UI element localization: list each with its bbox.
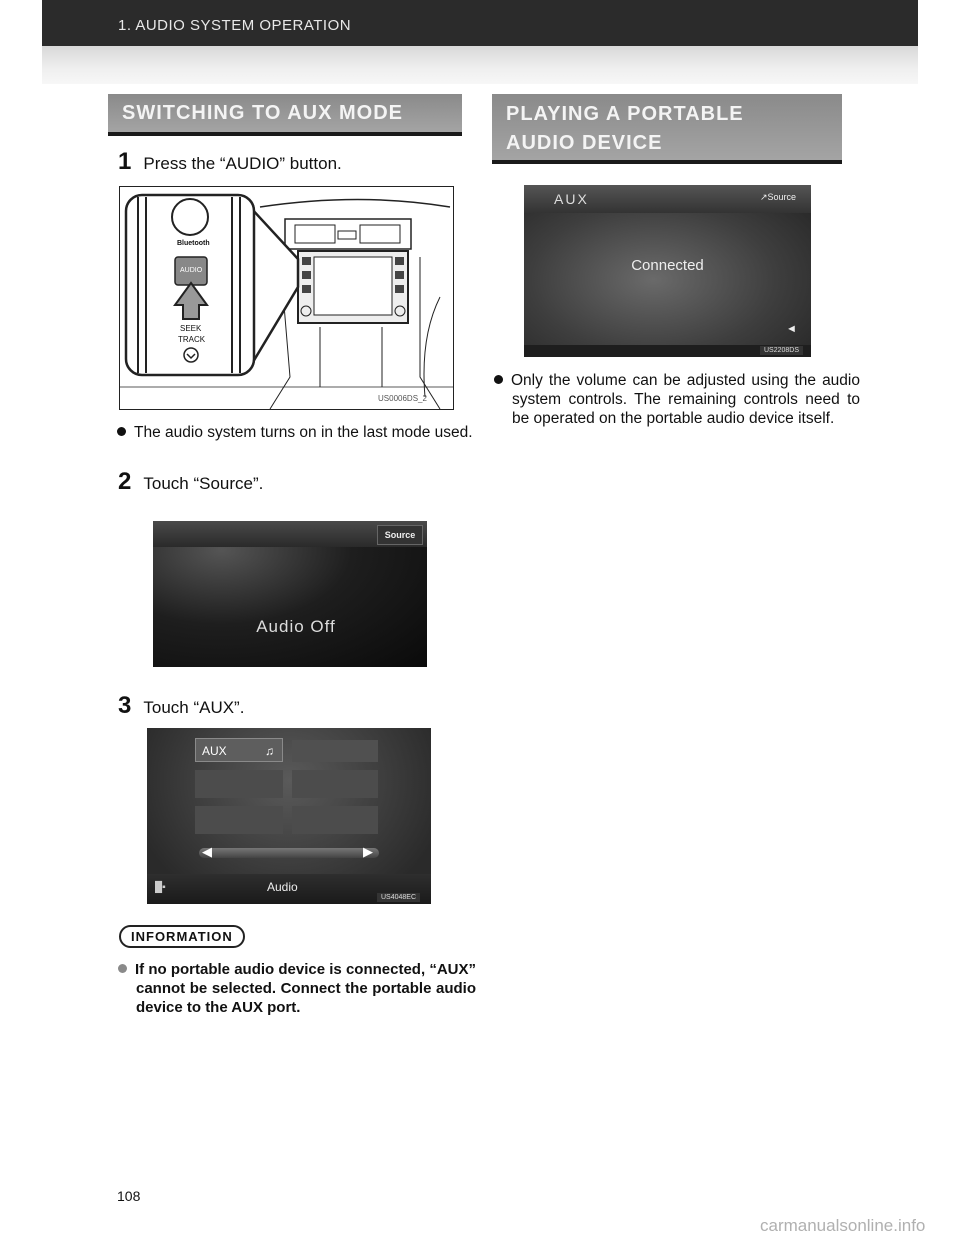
section-title-line-1: PLAYING A PORTABLE <box>506 103 744 125</box>
step-number: 2 <box>118 468 132 495</box>
aux-tab-label: AUX <box>202 744 227 758</box>
header-bar <box>42 0 918 46</box>
arrow-icon: ↗ <box>760 192 768 202</box>
menu-tile[interactable] <box>292 740 378 762</box>
figure-code: US0006DS_2 <box>378 394 427 403</box>
source-label: Source <box>767 192 797 202</box>
bluetooth-label: Bluetooth <box>177 240 210 247</box>
step-text: Touch “Source”. <box>143 474 264 493</box>
source-button[interactable]: Source <box>377 525 423 545</box>
section-title-switching: SWITCHING TO AUX MODE <box>108 94 462 136</box>
music-note-icon: ♫ <box>265 744 274 758</box>
screen-top-bar <box>524 185 811 213</box>
aux-title: AUX <box>554 191 589 207</box>
dashboard-illustration <box>120 193 453 410</box>
step-number: 1 <box>118 148 132 175</box>
figure-aux-connected: AUX ↗Source Connected ◄ US2208DS <box>524 185 811 357</box>
figure-audio-off-screen: Source Audio Off <box>153 521 427 667</box>
step-1: 1 Press the “AUDIO” button. <box>118 148 342 176</box>
bullet-note-1: The audio system turns on in the last mo… <box>117 423 479 442</box>
figure-audio-button: Bluetooth AUDIO SEEK TRACK US0006DS_2 <box>119 186 454 410</box>
header-shade <box>42 46 918 84</box>
menu-tile[interactable] <box>292 806 378 834</box>
speaker-icon[interactable]: ◄ <box>786 323 797 335</box>
menu-tile[interactable] <box>195 770 283 798</box>
section-title-line-2: AUDIO DEVICE <box>506 132 663 154</box>
bullet-note-right: Only the volume can be adjusted using th… <box>494 371 860 428</box>
audio-button-label: AUDIO <box>180 267 203 274</box>
track-label: TRACK <box>178 335 206 344</box>
menu-tile[interactable] <box>195 806 283 834</box>
scroll-right-icon[interactable]: ▶ <box>363 844 373 859</box>
bullet-icon <box>117 427 126 436</box>
menu-tile[interactable] <box>292 770 378 798</box>
information-note: If no portable audio device is connected… <box>118 960 476 1017</box>
audio-label: Audio <box>267 880 298 894</box>
section-title-playing: PLAYING A PORTABLE AUDIO DEVICE <box>492 94 842 164</box>
volume-icon[interactable]: █▪ <box>155 882 166 893</box>
aux-tab[interactable]: AUX ♫ <box>195 738 283 762</box>
watermark: carmanualsonline.info <box>760 1216 926 1235</box>
bullet-icon <box>118 964 127 973</box>
step-text: Touch “AUX”. <box>143 698 245 717</box>
information-text: If no portable audio device is connected… <box>135 961 476 1016</box>
screen-bottom-bar <box>524 345 811 357</box>
seek-label: SEEK <box>180 324 202 333</box>
connected-status: Connected <box>631 257 704 274</box>
step-3: 3 Touch “AUX”. <box>118 692 244 720</box>
figure-code: US4048EC <box>377 893 421 902</box>
figure-aux-menu: AUX ♫ ◀ ▶ █▪ Audio US4048EC <box>147 728 431 904</box>
information-label: INFORMATION <box>119 925 245 948</box>
chapter-title: 1. AUDIO SYSTEM OPERATION <box>118 17 352 34</box>
audio-off-status: Audio Off <box>256 617 336 636</box>
page-number: 108 <box>117 1188 141 1204</box>
step-2: 2 Touch “Source”. <box>118 468 263 496</box>
step-text: Press the “AUDIO” button. <box>143 154 342 173</box>
source-button[interactable]: ↗Source <box>760 192 796 203</box>
bullet-icon <box>494 375 503 384</box>
figure-code: US2208DS <box>760 346 804 355</box>
step-number: 3 <box>118 692 132 719</box>
bullet-text: Only the volume can be adjusted using th… <box>511 372 860 427</box>
scroll-left-icon[interactable]: ◀ <box>202 844 212 859</box>
scroll-bar[interactable] <box>199 848 379 858</box>
bullet-text: The audio system turns on in the last mo… <box>134 424 473 441</box>
